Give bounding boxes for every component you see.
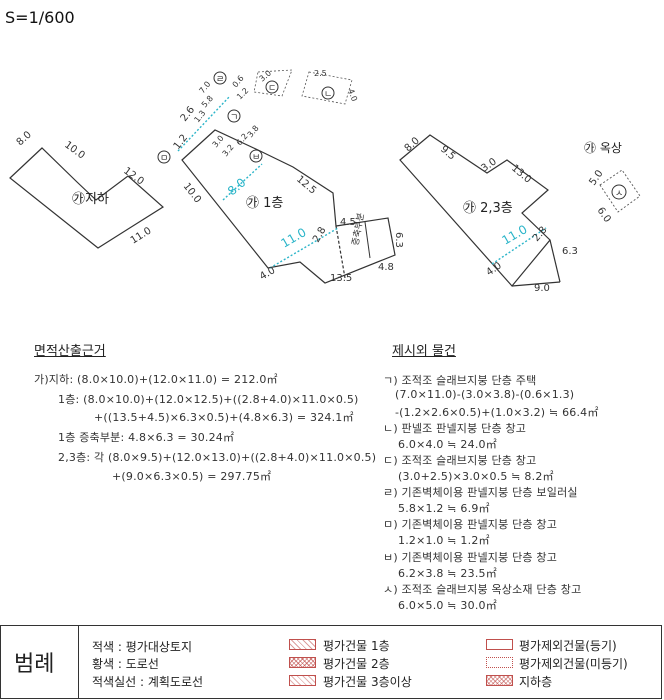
excluded-line-7: (3.0+2.5)×3.0×0.5 ≒ 8.2㎡ bbox=[398, 470, 554, 483]
rooftop-dim-2: 6.0 bbox=[595, 205, 613, 224]
ff-dim-12: 4.8 bbox=[378, 262, 394, 273]
calc-line-1: 가)지하: (8.0×10.0)+(12.0×11.0) = 212.0㎡ bbox=[34, 373, 278, 386]
legend-item-road-line: 황색 : 도로선 bbox=[92, 657, 159, 671]
legend-swatch-floor2 bbox=[289, 657, 316, 668]
legend-item-floor2: 평가건물 2층 bbox=[323, 657, 390, 671]
calc-header: 면적산출근거 bbox=[34, 344, 106, 359]
first-floor-label: ㉮ 1층 bbox=[246, 196, 283, 211]
marker-digeut: ㄷ bbox=[268, 84, 276, 94]
legend-item-planned-road: 적색실선 : 계획도로선 bbox=[92, 675, 204, 689]
basement-dim-4: 11.0 bbox=[129, 225, 154, 246]
legend-swatch-floor1 bbox=[289, 639, 316, 650]
legend-swatch-floor3 bbox=[289, 675, 316, 686]
marker-siot: ㅅ bbox=[615, 189, 623, 199]
small-dim-1: 2.5 bbox=[314, 69, 327, 78]
marker-giyeok: ㄱ bbox=[230, 113, 238, 123]
calc-line-5: 2,3층: 각 (8.0×9.5)+(12.0×13.0)+((2.8+4.0)… bbox=[58, 451, 377, 464]
ff-dim-1: 1.2 bbox=[172, 133, 190, 152]
ff-dim-3: 8.0 bbox=[225, 175, 249, 198]
ff-dim-8: 13.5 bbox=[330, 273, 352, 284]
marker-bieup: ㅂ bbox=[252, 153, 260, 163]
ff-dim-5: 12.5 bbox=[294, 174, 318, 197]
legend-item-floor3: 평가건물 3층이상 bbox=[323, 675, 412, 689]
excluded-line-8: ㄹ) 기존벽체이용 판넬지붕 단층 보일러실 bbox=[383, 486, 578, 499]
ff-dim-16: 3.2 bbox=[221, 143, 236, 159]
legend-title: 범례 bbox=[14, 652, 55, 677]
excluded-line-5: 6.0×4.0 ≒ 24.0㎡ bbox=[398, 438, 497, 451]
ff-dim-7: 4.0 bbox=[258, 265, 277, 282]
marker-nieun: ㄴ bbox=[324, 90, 332, 100]
upper-dim-7: 4.0 bbox=[484, 260, 503, 278]
site-plan-drawing: 8.0 10.0 12.0 11.0 ㉮지하 1.2 2.6 8.0 10.0 … bbox=[9, 68, 641, 294]
upper-dim-6: 2.8 bbox=[531, 225, 550, 244]
calc-line-4: 1층 증축부분: 4.8×6.3 = 30.24㎡ bbox=[58, 431, 235, 444]
upper-dim-3: 3.0 bbox=[479, 156, 498, 174]
legend-item-floor1: 평가건물 1층 bbox=[323, 639, 390, 653]
upper-dim-2: 9.5 bbox=[438, 144, 457, 163]
basement-dim-3: 12.0 bbox=[121, 166, 145, 188]
excluded-line-13: 6.2×3.8 ≒ 23.5㎡ bbox=[398, 567, 497, 580]
excluded-header: 제시외 물건 bbox=[392, 344, 456, 359]
small-dim-3: 4.0 bbox=[346, 88, 359, 103]
calc-line-3: +((13.5+4.5)×6.3×0.5)+(4.8×6.3) = 324.1㎡ bbox=[94, 411, 354, 424]
marker-rieul: ㄹ bbox=[216, 75, 224, 85]
excluded-line-4: ㄴ) 판넬조 판넬지붕 단층 창고 bbox=[383, 422, 527, 435]
legend-item-basement: 지하층 bbox=[519, 675, 553, 689]
ff-dim-15: 3.0 bbox=[211, 134, 226, 150]
legend-item-excluded-registered: 평가제외건물(등기) bbox=[519, 639, 617, 653]
legend-item-target-land: 적색 : 평가대상토지 bbox=[92, 640, 192, 654]
excluded-line-2: (7.0×11.0)-(3.0×3.8)-(0.6×1.3) bbox=[395, 388, 575, 401]
rooftop-structure bbox=[599, 169, 641, 213]
basement-label: ㉮지하 bbox=[72, 192, 109, 207]
excluded-line-9: 5.8×1.2 ≒ 6.9㎡ bbox=[398, 502, 490, 515]
basement-dim-2: 10.0 bbox=[62, 140, 86, 162]
legend-divider bbox=[78, 625, 79, 699]
excluded-line-1: ㄱ) 조적조 슬래브지붕 단층 주택 bbox=[383, 374, 537, 387]
ff-dim-10: 4.5 bbox=[340, 217, 356, 228]
ff-dim-11: 6.3 bbox=[393, 232, 404, 248]
upper-dim-9: 9.0 bbox=[534, 283, 550, 294]
rooftop-label: ㉮ 옥상 bbox=[584, 141, 622, 155]
ff-dim-14: 7.0 bbox=[197, 80, 212, 96]
legend-swatch-excluded-unregistered bbox=[486, 657, 513, 668]
upper-dim-4: 13.0 bbox=[509, 163, 533, 186]
excluded-line-3: -(1.2×2.6×0.5)+(1.0×3.2) ≒ 66.4㎡ bbox=[395, 406, 599, 419]
first-floor-building bbox=[181, 129, 396, 284]
excluded-line-10: ㅁ) 기존벽체이용 판넬지붕 단층 창고 bbox=[383, 518, 558, 531]
marker-mieum: ㅁ bbox=[160, 154, 168, 164]
excluded-line-11: 1.2×1.0 ≒ 1.2㎡ bbox=[398, 534, 490, 547]
ff-dim-9: 2.8 bbox=[311, 225, 328, 244]
ff-dim-6: 11.0 bbox=[279, 225, 309, 250]
upper-dim-5: 11.0 bbox=[500, 222, 530, 247]
legend-item-excluded-unregistered: 평가제외건물(미등기) bbox=[519, 657, 628, 671]
basement-building bbox=[9, 147, 164, 249]
upper-dim-8: 6.3 bbox=[562, 246, 578, 257]
excluded-line-12: ㅂ) 기존벽체이용 판넬지붕 단층 창고 bbox=[383, 551, 558, 564]
upper-floor-label: ㉮ 2,3층 bbox=[463, 201, 513, 216]
legend-box bbox=[0, 625, 662, 699]
upper-dim-1: 8.0 bbox=[403, 135, 422, 154]
rooftop-dim-1: 5.0 bbox=[587, 168, 605, 187]
excluded-line-6: ㄷ) 조적조 슬래브지붕 단층 창고 bbox=[383, 454, 537, 467]
upper-floor-building bbox=[399, 134, 561, 287]
small-dim-5: 5.8 bbox=[200, 94, 215, 109]
basement-dim-1: 8.0 bbox=[15, 129, 34, 148]
calc-line-2: 1층: (8.0×10.0)+(12.0×12.5)+((2.8+4.0)×11… bbox=[58, 393, 359, 406]
ff-dim-4: 10.0 bbox=[181, 181, 203, 205]
legend-swatch-basement bbox=[486, 675, 513, 686]
legend-swatch-excluded-registered bbox=[486, 639, 513, 650]
scale-label: S=1/600 bbox=[5, 8, 75, 27]
excluded-line-14: ㅅ) 조적조 슬래브지붕 옥상소재 단층 창고 bbox=[383, 583, 582, 596]
calc-line-6: +(9.0×6.3×0.5) = 297.75㎡ bbox=[112, 470, 272, 483]
excluded-line-15: 6.0×5.0 ≒ 30.0㎡ bbox=[398, 599, 497, 612]
